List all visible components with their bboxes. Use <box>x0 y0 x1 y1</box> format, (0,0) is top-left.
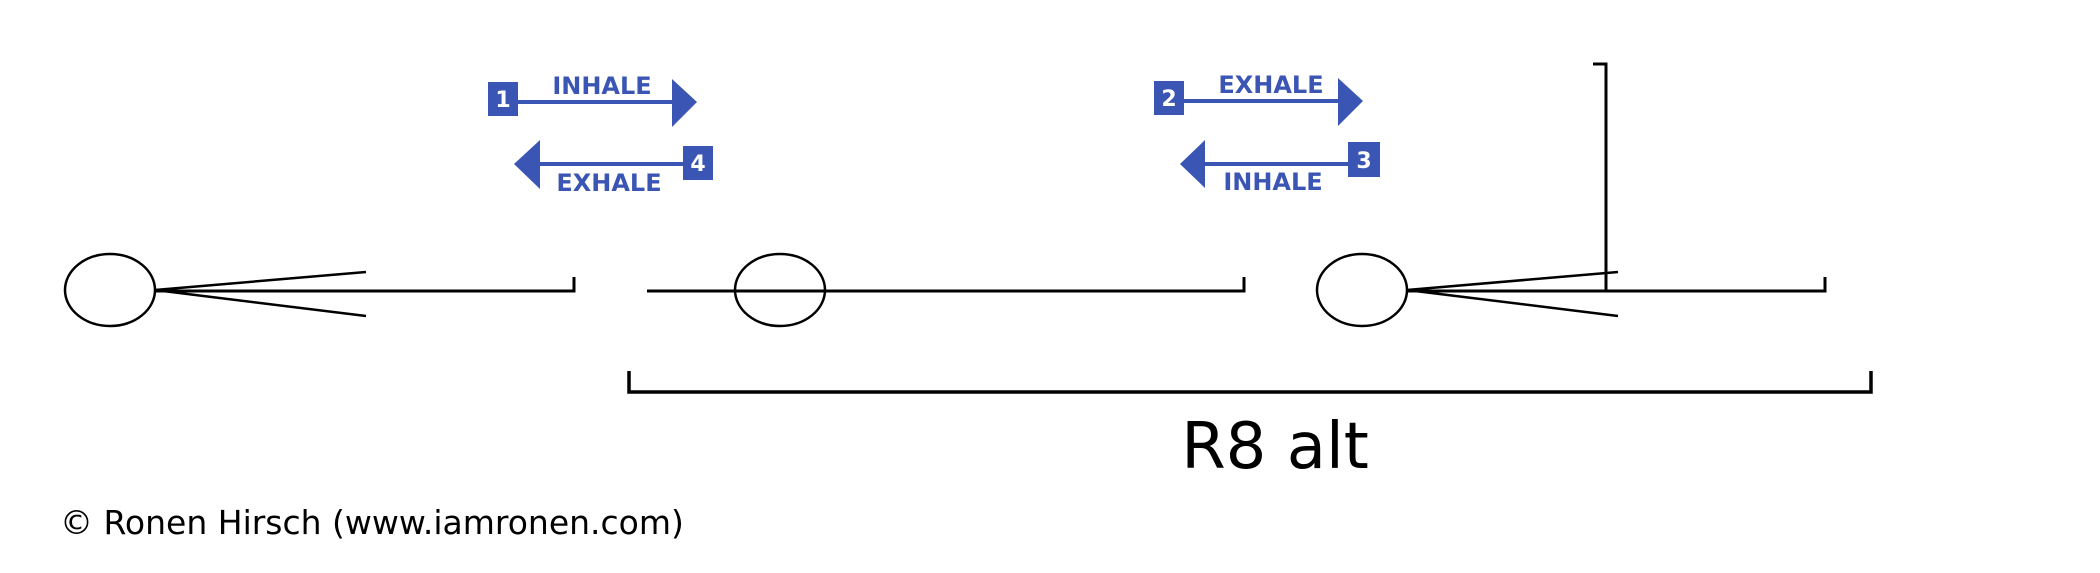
arrow-head-left-icon <box>1180 140 1205 188</box>
step-badge-3 <box>1348 142 1380 177</box>
figure-1 <box>63 252 576 328</box>
step-badge-2-number: 2 <box>1161 87 1176 112</box>
arrow-label-1: INHALE <box>552 72 651 100</box>
step-badge-1 <box>488 82 518 116</box>
copyright-credit: © Ronen Hirsch (www.iamronen.com) <box>60 503 684 542</box>
arm-lower-3 <box>1406 288 1619 318</box>
arm-lower-1 <box>154 288 367 318</box>
step-badge-2 <box>1154 81 1184 115</box>
arrow-head-right-icon <box>672 79 697 127</box>
arrow-step-3: 3 INHALE <box>1180 140 1380 196</box>
head-ellipse-1 <box>63 252 157 328</box>
arrow-label-2: EXHALE <box>1218 71 1323 99</box>
diagram-caption: R8 alt <box>1181 410 1369 484</box>
arrow-label-3: INHALE <box>1223 168 1322 196</box>
arm-upper-3 <box>1406 270 1619 292</box>
body-line-2 <box>647 277 1246 293</box>
arm-upper-1 <box>154 270 367 292</box>
arrow-head-right-icon <box>1338 78 1363 126</box>
figure-2 <box>647 252 1246 328</box>
arrow-step-1: 1 INHALE <box>488 72 697 127</box>
vertical-bar-3 <box>1593 62 1608 291</box>
step-badge-4 <box>683 146 713 180</box>
arrow-head-left-icon <box>514 140 540 189</box>
arrow-label-4: EXHALE <box>556 169 661 197</box>
step-badge-3-number: 3 <box>1356 149 1371 174</box>
body-line-3 <box>1407 277 1827 293</box>
step-badge-4-number: 4 <box>690 152 705 177</box>
body-line-1 <box>155 277 576 293</box>
head-ellipse-3 <box>1315 252 1409 328</box>
arrow-step-4: 4 EXHALE <box>514 140 713 197</box>
step-badge-1-number: 1 <box>495 88 510 113</box>
figure-3 <box>1315 62 1827 328</box>
group-bracket <box>627 371 1873 394</box>
arrow-step-2: 2 EXHALE <box>1154 71 1363 126</box>
